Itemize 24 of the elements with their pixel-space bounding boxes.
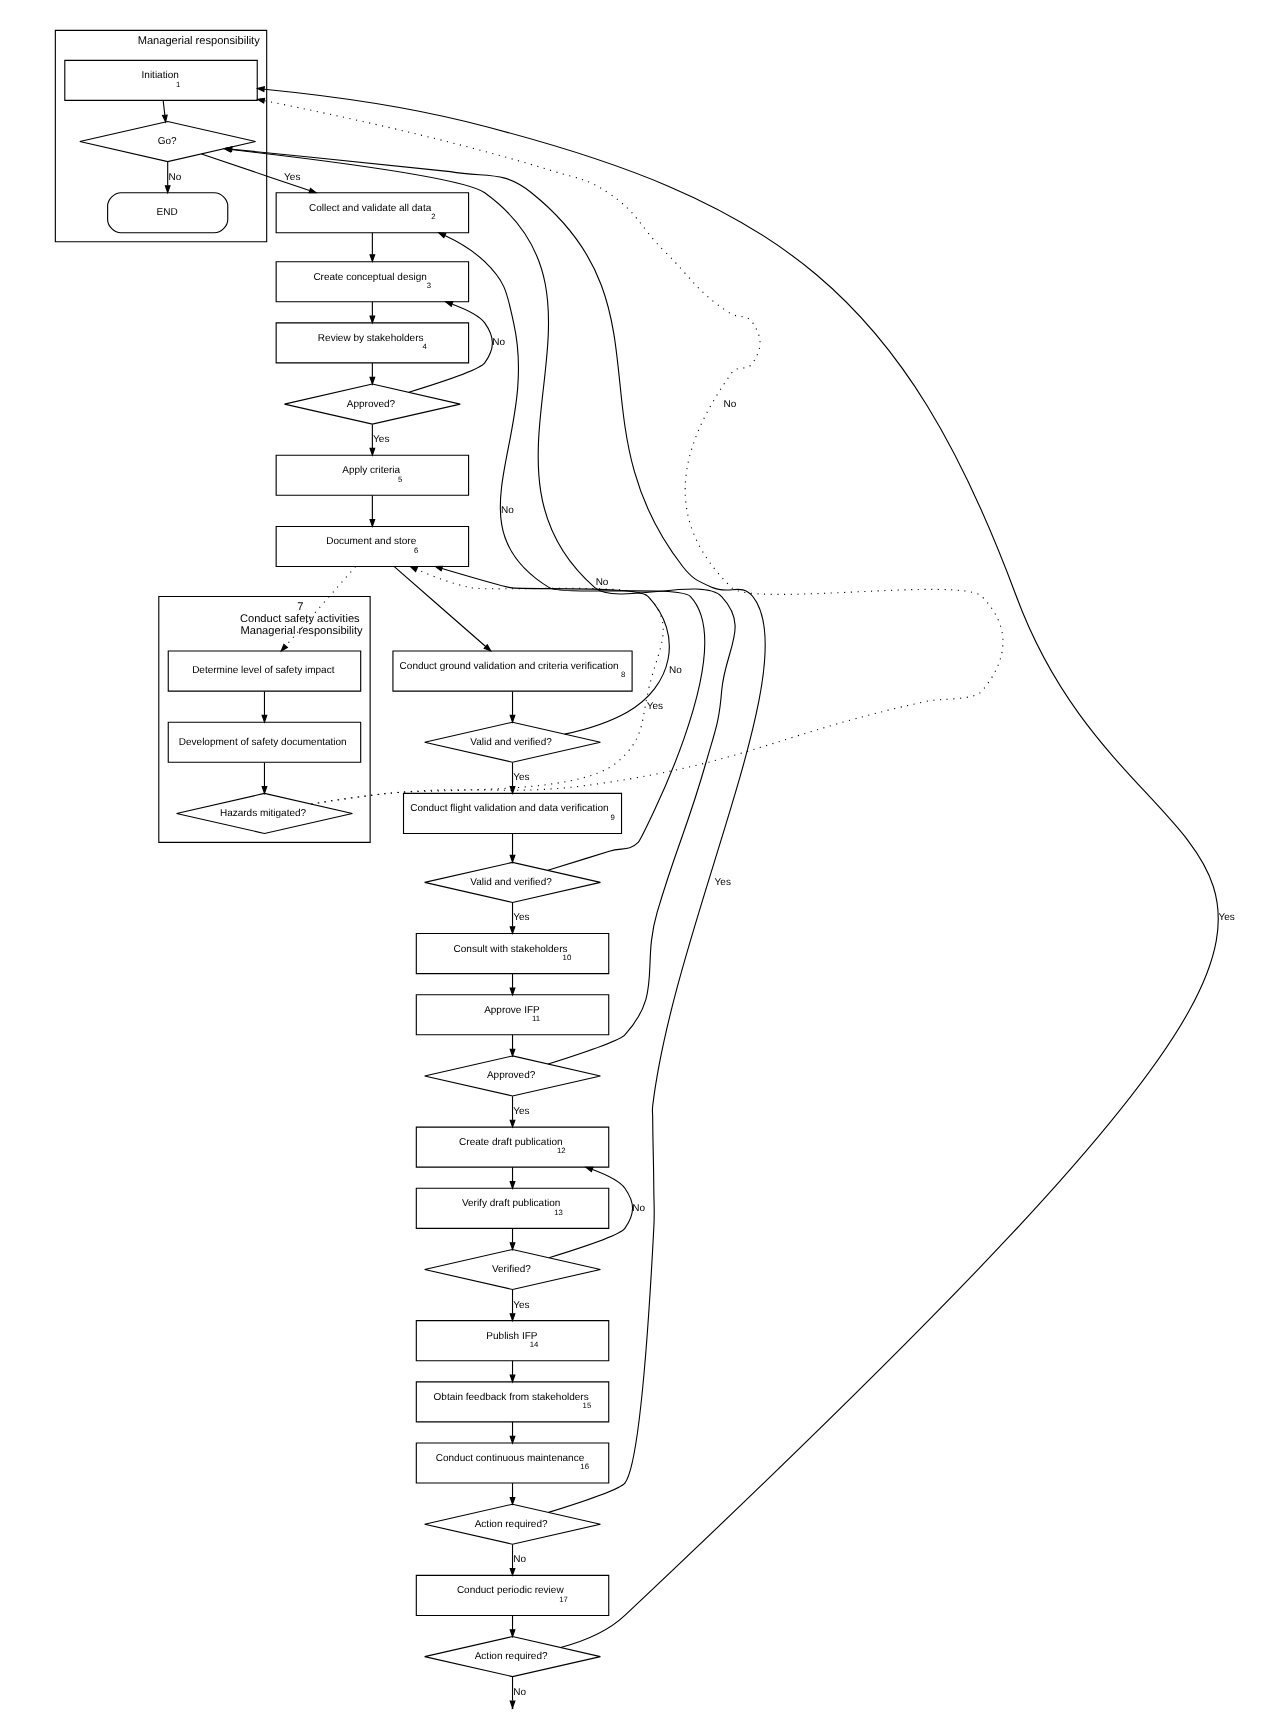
arrow bbox=[261, 762, 268, 795]
arrow bbox=[161, 99, 168, 124]
arrow bbox=[408, 301, 493, 393]
arrow bbox=[369, 495, 376, 528]
arrow bbox=[548, 1166, 634, 1259]
arrow bbox=[255, 97, 1004, 805]
arrow bbox=[311, 566, 664, 805]
arrow bbox=[509, 1544, 516, 1577]
arrow bbox=[280, 566, 357, 653]
arrow bbox=[433, 565, 670, 735]
arrow bbox=[509, 762, 516, 795]
arrow bbox=[509, 1289, 516, 1323]
arrow bbox=[437, 232, 705, 871]
arrow bbox=[200, 153, 318, 194]
arrow bbox=[369, 232, 376, 264]
arrow bbox=[369, 423, 376, 457]
arrow bbox=[509, 1095, 516, 1129]
arrow bbox=[164, 161, 171, 195]
arrow bbox=[509, 902, 516, 936]
arrow bbox=[393, 566, 493, 653]
arrow bbox=[255, 86, 1219, 1649]
arrow bbox=[261, 690, 268, 724]
arrow bbox=[509, 832, 516, 864]
arrow bbox=[509, 690, 516, 724]
